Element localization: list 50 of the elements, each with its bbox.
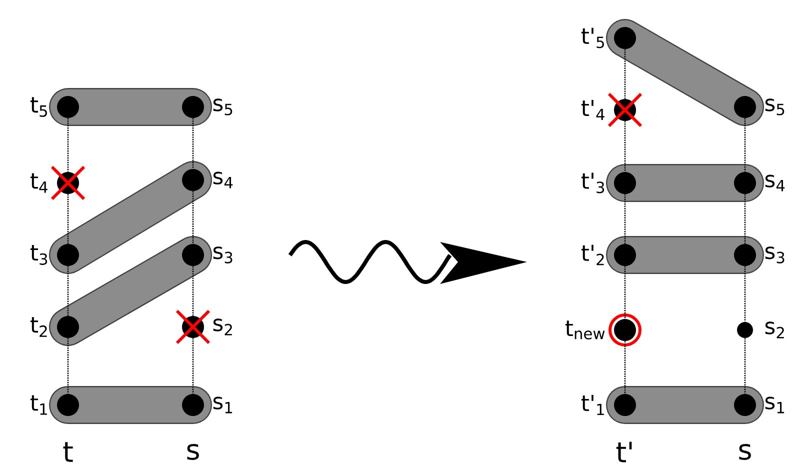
point-label: s$_{4}$: [765, 174, 785, 192]
point-label: t'$_{5}$: [581, 28, 604, 48]
dotted-line: [67, 338, 69, 394]
dotted-line: [192, 191, 194, 244]
dotted-line: [624, 266, 626, 319]
dotted-line: [624, 194, 626, 244]
point-label: t$_{3}$: [30, 245, 48, 265]
point-label: t'$_{4}$: [581, 100, 604, 120]
pill-band: [49, 88, 212, 126]
point-label: s$_{2}$: [213, 318, 232, 336]
point-label: t$_{5}$: [30, 97, 47, 117]
pill-band: [606, 19, 764, 126]
pill-band: [606, 164, 764, 202]
axis-label: t': [616, 442, 632, 462]
point-label: t'$_{2}$: [581, 244, 604, 266]
dotted-line: [192, 338, 194, 394]
point-label: s$_{1}$: [213, 396, 232, 414]
dotted-line: [744, 194, 746, 244]
dotted-line: [192, 118, 194, 169]
axis-label: s: [187, 444, 199, 460]
dotted-line: [624, 49, 626, 99]
dotted-line: [744, 266, 746, 322]
point-label: s$_{3}$: [213, 246, 232, 264]
pill-band: [606, 386, 764, 424]
pill-band: [606, 236, 764, 274]
dotted-line: [67, 118, 69, 172]
point-label: t$_{4}$: [30, 173, 48, 193]
axis-label: t: [63, 442, 73, 462]
dotted-line: [624, 341, 626, 394]
point-label: s$_{5}$: [765, 98, 784, 116]
pill-band: [49, 236, 212, 346]
dotted-line: [624, 121, 626, 172]
point-label: s$_{2}$: [765, 322, 784, 338]
dotted-line: [744, 118, 746, 172]
point-label: t$_{1}$: [30, 395, 47, 415]
point-label: t$_{2}$: [30, 317, 47, 337]
dotted-line: [67, 194, 69, 244]
point-label: s$_{5}$: [213, 98, 232, 116]
dotted-line: [744, 338, 746, 394]
point-label: t$_{new}$: [565, 320, 605, 340]
dotted-line: [192, 266, 194, 316]
point-label: t'$_{1}$: [581, 394, 604, 416]
point-label: t'$_{3}$: [581, 172, 604, 194]
dotted-line: [67, 266, 69, 316]
point-label: s$_{3}$: [765, 246, 784, 264]
pill-band: [49, 161, 212, 274]
point-label: s$_{1}$: [765, 396, 784, 414]
pill-band: [49, 386, 212, 424]
point-label: s$_{4}$: [213, 172, 233, 188]
axis-label: s: [739, 444, 751, 460]
